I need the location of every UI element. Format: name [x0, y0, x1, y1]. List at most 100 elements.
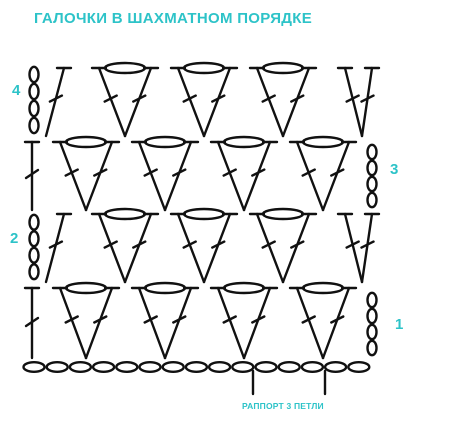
stitch-slash [345, 94, 360, 103]
v-stitch-row4-left [255, 66, 285, 138]
stitch-slash [360, 240, 375, 249]
stitch-slash [261, 94, 276, 103]
edge-stitch [360, 212, 374, 284]
turning-chain [28, 65, 40, 84]
edge-stitch [44, 212, 66, 284]
edge-stitch [343, 212, 364, 284]
stitch-slash [290, 94, 305, 103]
v-stitch-row2-left [255, 212, 285, 284]
v-stitch-row1-left [137, 286, 167, 360]
stitch-slash [172, 168, 187, 177]
v-stitch-row3-left [216, 140, 246, 212]
stitch-slash [290, 240, 305, 249]
row-number-3: 3 [390, 161, 399, 178]
foundation-chain [138, 361, 162, 374]
v-stitch-chain [103, 61, 147, 75]
stitch-slash [48, 240, 64, 249]
turning-chain [28, 82, 40, 101]
foundation-chain [45, 361, 69, 374]
v-stitch-row3-left [295, 140, 325, 212]
row-number-2: 2 [10, 230, 19, 247]
v-stitch-row4-right [202, 66, 232, 138]
v-stitch-chain [103, 207, 147, 221]
stitch-slash [211, 240, 226, 249]
turning-chain [28, 263, 40, 281]
stitch-slash [182, 240, 197, 249]
stitch-slash [222, 315, 237, 324]
stitch-slash [93, 168, 108, 177]
stitch-slash [64, 168, 79, 177]
v-stitch-row1-right [84, 286, 114, 360]
v-stitch-chain [301, 281, 345, 295]
turning-chain [28, 116, 40, 135]
foundation-chain [161, 361, 185, 374]
stitch-slash [330, 315, 345, 324]
stitch-slash [24, 168, 40, 180]
foundation-chain [184, 361, 209, 374]
row-number-4: 4 [12, 82, 21, 99]
stitch-slash [301, 315, 316, 324]
turning-chain [366, 307, 378, 325]
stitch-slash [103, 240, 118, 249]
v-stitch-chain [301, 135, 345, 149]
diagram-title: ГАЛОЧКИ В ШАХМАТНОМ ПОРЯДКЕ [34, 10, 313, 27]
foundation-chain [207, 361, 232, 374]
v-stitch-row2-left [97, 212, 127, 284]
stitch-slash [64, 315, 79, 324]
v-stitch-chain [143, 135, 187, 149]
v-stitch-chain [261, 61, 305, 75]
v-stitch-chain [64, 281, 108, 295]
stitch-slash [261, 240, 276, 249]
v-stitch-chain [222, 135, 266, 149]
repeat-label: РАППОРТ 3 ПЕТЛИ [242, 401, 324, 411]
edge-stitch [343, 66, 364, 138]
stitch-slash [360, 94, 375, 103]
stitch-slash [103, 94, 118, 103]
v-stitch-row2-right [202, 212, 232, 284]
stitch-slash [93, 315, 108, 324]
stitch-slash [251, 315, 266, 324]
v-stitch-row3-left [137, 140, 167, 212]
v-stitch-row2-right [281, 212, 311, 284]
row-number-1: 1 [395, 316, 404, 333]
turning-chain [366, 339, 378, 357]
turning-chain [366, 191, 378, 209]
stitch-slash [330, 168, 345, 177]
v-stitch-row3-right [163, 140, 193, 212]
stitch-slash [172, 315, 187, 324]
v-stitch-row1-right [321, 286, 351, 360]
v-stitch-row4-left [97, 66, 127, 138]
v-stitch-chain [64, 135, 108, 149]
v-stitch-row1-left [295, 286, 325, 360]
stitch-slash [251, 168, 266, 177]
turning-chain [28, 99, 40, 118]
stitch-slash [211, 94, 226, 103]
v-stitch-chain [182, 207, 226, 221]
turning-chain [366, 143, 378, 161]
v-stitch-chain [182, 61, 226, 75]
v-stitch-row3-right [84, 140, 114, 212]
v-stitch-row3-right [242, 140, 272, 212]
stitch-slash [301, 168, 316, 177]
v-stitch-row3-right [321, 140, 351, 212]
turning-chain [366, 175, 378, 193]
edge-stitch [360, 66, 374, 138]
stitch-slash [345, 240, 360, 249]
v-stitch-chain [222, 281, 266, 295]
turning-chain [366, 159, 378, 177]
edge-stitch [44, 66, 66, 138]
stitch-slash [182, 94, 197, 103]
turning-chain [28, 246, 40, 264]
stitch-slash [132, 240, 147, 249]
stitch-slash [143, 168, 158, 177]
stitch-slash [222, 168, 237, 177]
foundation-chain [68, 361, 93, 374]
v-stitch-row3-left [58, 140, 88, 212]
v-stitch-row4-right [123, 66, 153, 138]
v-stitch-row4-right [281, 66, 311, 138]
foundation-chain [323, 361, 348, 374]
v-stitch-row1-left [216, 286, 246, 360]
v-stitch-chain [261, 207, 305, 221]
turning-chain [28, 213, 40, 231]
